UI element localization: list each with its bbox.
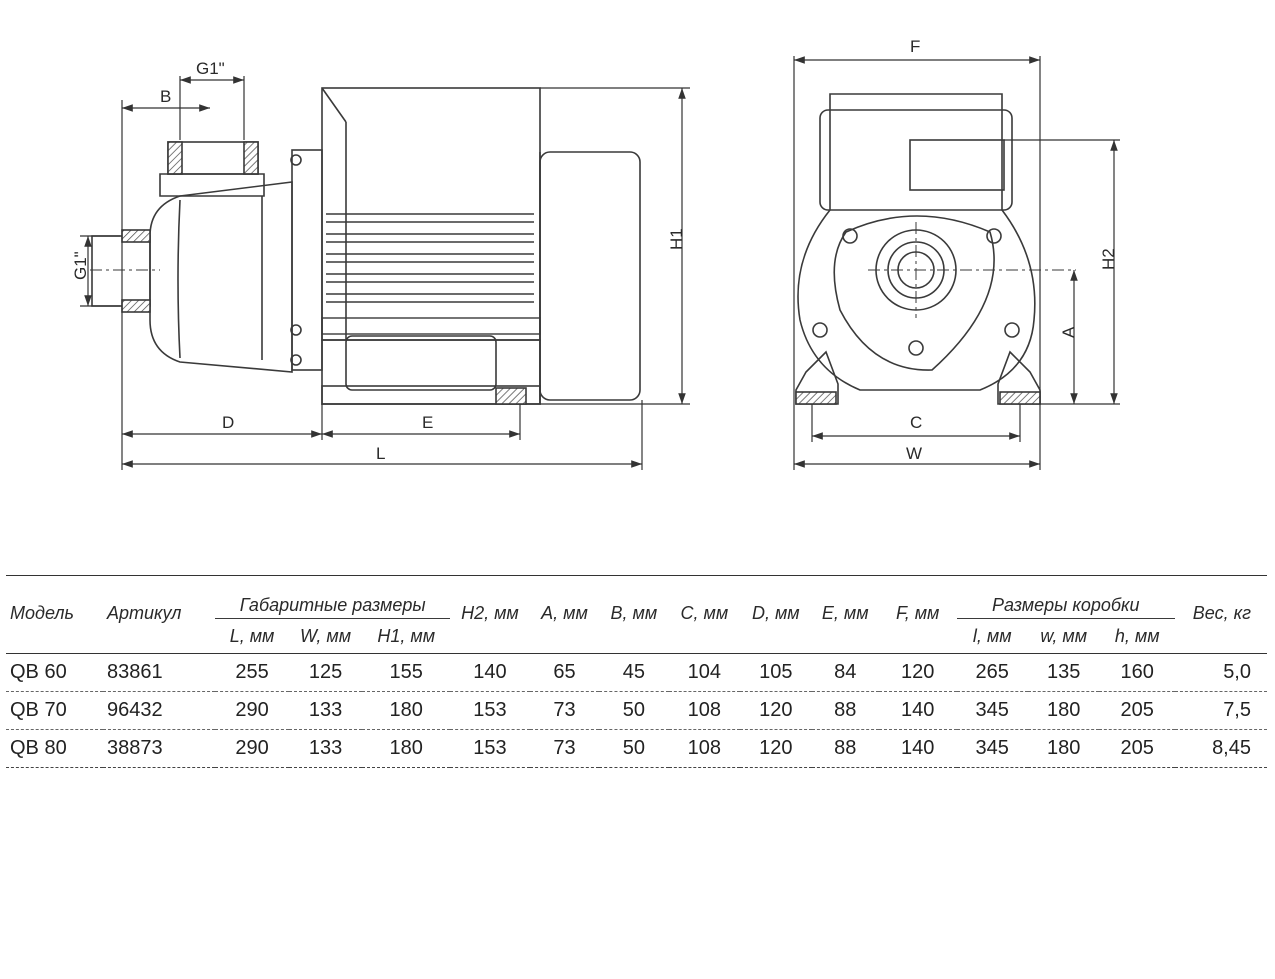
table-cell: 108 [687, 737, 722, 759]
pump-flange [833, 215, 995, 371]
table-row: QB 80 38873 290 133 180 153 73 50 108 120 88 140 345… [6, 730, 1267, 768]
table-cell: 104 [687, 661, 722, 683]
header-C: C, мм [680, 603, 729, 623]
header-box-w: w, мм [1040, 625, 1088, 646]
header-model: Модель [10, 603, 74, 623]
table-cell: 88 [834, 737, 857, 759]
label-E: E [422, 413, 433, 432]
label-C: C [910, 413, 922, 432]
table-cell: 96432 [106, 699, 163, 721]
header-H2: H2, мм [461, 603, 519, 623]
specification-table: Модель Артикул Габаритные размеры H2, мм… [6, 575, 1267, 768]
table-cell: 120 [759, 699, 793, 721]
table-cell: 180 [389, 699, 423, 721]
pump-dimension-drawing: G1" B G1" D E L H1 F H2 A C W [71, 37, 1120, 470]
fan-cover [539, 151, 641, 401]
front-view-dimensions [793, 56, 1120, 470]
header-box-l: l, мм [972, 625, 1012, 646]
table-cell: 180 [1047, 737, 1081, 759]
label-B: B [160, 87, 171, 106]
label-H2: H2 [1099, 248, 1118, 270]
table-cell: 153 [473, 699, 507, 721]
table-cell: QB 80 [10, 737, 67, 759]
header-L: L, мм [229, 625, 275, 646]
header-box-dimensions: Размеры коробки [956, 575, 1175, 619]
table-cell: 135 [1047, 661, 1081, 683]
motor-flange [291, 149, 323, 371]
table-cell: 38873 [106, 737, 163, 759]
table-cell: 133 [308, 699, 343, 721]
header-H1: H1, мм [377, 625, 436, 646]
table-row: QB 60 83861 255 125 155 140 65 45 104 105 84 120 265… [6, 654, 1267, 692]
table-cell: 255 [235, 661, 269, 683]
table-cell: 83861 [106, 661, 163, 683]
table-cell: 120 [901, 661, 935, 683]
pump-housing [149, 181, 293, 373]
label-A: A [1059, 326, 1078, 338]
table-cell: 108 [687, 699, 722, 721]
junction-box [909, 139, 1005, 191]
table-cell: 8,45 [1212, 737, 1251, 759]
header-overall-dimensions: Габаритные размеры [215, 575, 451, 619]
header-box-h: h, мм [1114, 625, 1160, 646]
front-view [795, 93, 1076, 405]
label-G1-side: G1" [71, 251, 90, 280]
table-cell: QB 70 [10, 699, 67, 721]
table-cell: QB 60 [10, 661, 67, 683]
table-cell: 120 [759, 737, 793, 759]
table-cell: 88 [834, 699, 857, 721]
table-cell: 50 [622, 737, 645, 759]
label-G1-top: G1" [196, 59, 225, 78]
table-cell: 290 [235, 737, 269, 759]
table-cell: 265 [975, 661, 1009, 683]
side-view [90, 87, 641, 405]
label-F: F [910, 37, 920, 56]
table-cell: 140 [901, 737, 935, 759]
label-L: L [376, 444, 385, 463]
table-cell: 125 [308, 661, 343, 683]
table-cell: 290 [235, 699, 269, 721]
table-row: QB 70 96432 290 133 180 153 73 50 108 120 88 140 345… [6, 692, 1267, 730]
header-E: E, мм [821, 603, 869, 623]
table-cell: 65 [553, 661, 576, 683]
header-A: A, мм [541, 603, 588, 623]
table-cell: 45 [622, 661, 645, 683]
table-cell: 73 [553, 737, 576, 759]
header-article: Артикул [106, 603, 182, 623]
table-cell: 345 [975, 699, 1009, 721]
table-cell: 160 [1120, 661, 1154, 683]
table-cell: 205 [1120, 699, 1154, 721]
table-cell: 5,0 [1223, 661, 1251, 683]
table-cell: 73 [553, 699, 576, 721]
header-W: W, мм [300, 625, 352, 646]
table-cell: 205 [1120, 737, 1154, 759]
table-cell: 105 [759, 661, 793, 683]
table-cell: 155 [389, 661, 423, 683]
header-B: B, мм [610, 603, 658, 623]
table-cell: 140 [473, 661, 507, 683]
header-D: D, мм [751, 603, 800, 623]
table-cell: 84 [834, 661, 857, 683]
cooling-fins [321, 213, 541, 335]
dimension-labels: G1" B G1" D E L H1 F H2 A C W [71, 37, 1118, 463]
table-cell: 345 [975, 737, 1009, 759]
table-cell: 153 [473, 737, 507, 759]
table-cell: 180 [1047, 699, 1081, 721]
header-weight: Вес, кг [1192, 603, 1251, 623]
table-cell: 140 [901, 699, 935, 721]
table-cell: 133 [308, 737, 343, 759]
label-W: W [906, 444, 922, 463]
table-cell: 7,5 [1223, 699, 1251, 721]
header-F: F, мм [896, 603, 940, 623]
inlet-port [91, 235, 151, 307]
table-cell: 180 [389, 737, 423, 759]
table-cell: 50 [622, 699, 645, 721]
label-H1: H1 [667, 228, 686, 250]
side-view-dimensions [80, 76, 690, 470]
label-D: D [222, 413, 234, 432]
